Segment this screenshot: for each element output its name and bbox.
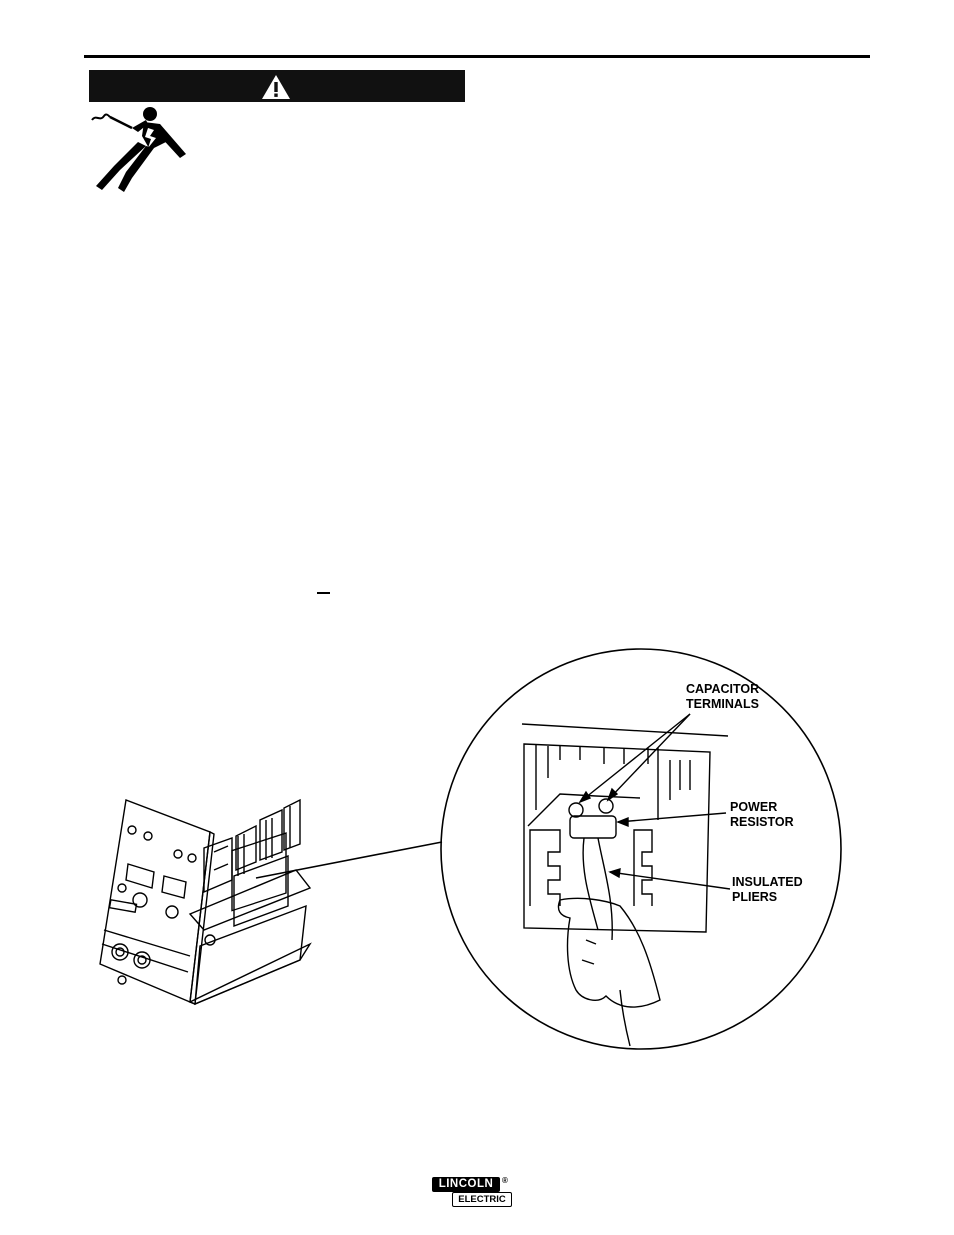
detail-leader-line xyxy=(255,841,443,879)
lincoln-electric-logo: LINCOLN ELECTRIC ® xyxy=(430,1175,512,1207)
machine-knobs xyxy=(111,825,216,985)
electric-shock-icon xyxy=(91,107,186,192)
registered-mark: ® xyxy=(502,1176,508,1185)
welder-machine-drawing xyxy=(99,798,312,1006)
power-resistor-label-line2: RESISTOR xyxy=(730,815,794,829)
warning-banner xyxy=(89,70,465,102)
underline-mark xyxy=(317,592,330,594)
insulated-pliers-label: INSULATED xyxy=(732,875,803,889)
insulated-pliers-label-line2: PLIERS xyxy=(732,890,777,904)
capacitor-terminals-label-line2: TERMINALS xyxy=(686,697,759,711)
top-rule xyxy=(84,55,870,58)
warning-triangle-icon xyxy=(262,75,290,99)
label-pointers xyxy=(578,713,731,890)
detail-magnifier-circle xyxy=(440,648,842,1050)
detail-drawing xyxy=(521,723,729,1047)
power-resistor-label: POWER xyxy=(730,800,777,814)
logo-bottom-text: ELECTRIC xyxy=(452,1192,512,1207)
logo-top-text: LINCOLN xyxy=(432,1177,500,1192)
capacitor-terminals-label: CAPACITOR xyxy=(686,682,759,696)
